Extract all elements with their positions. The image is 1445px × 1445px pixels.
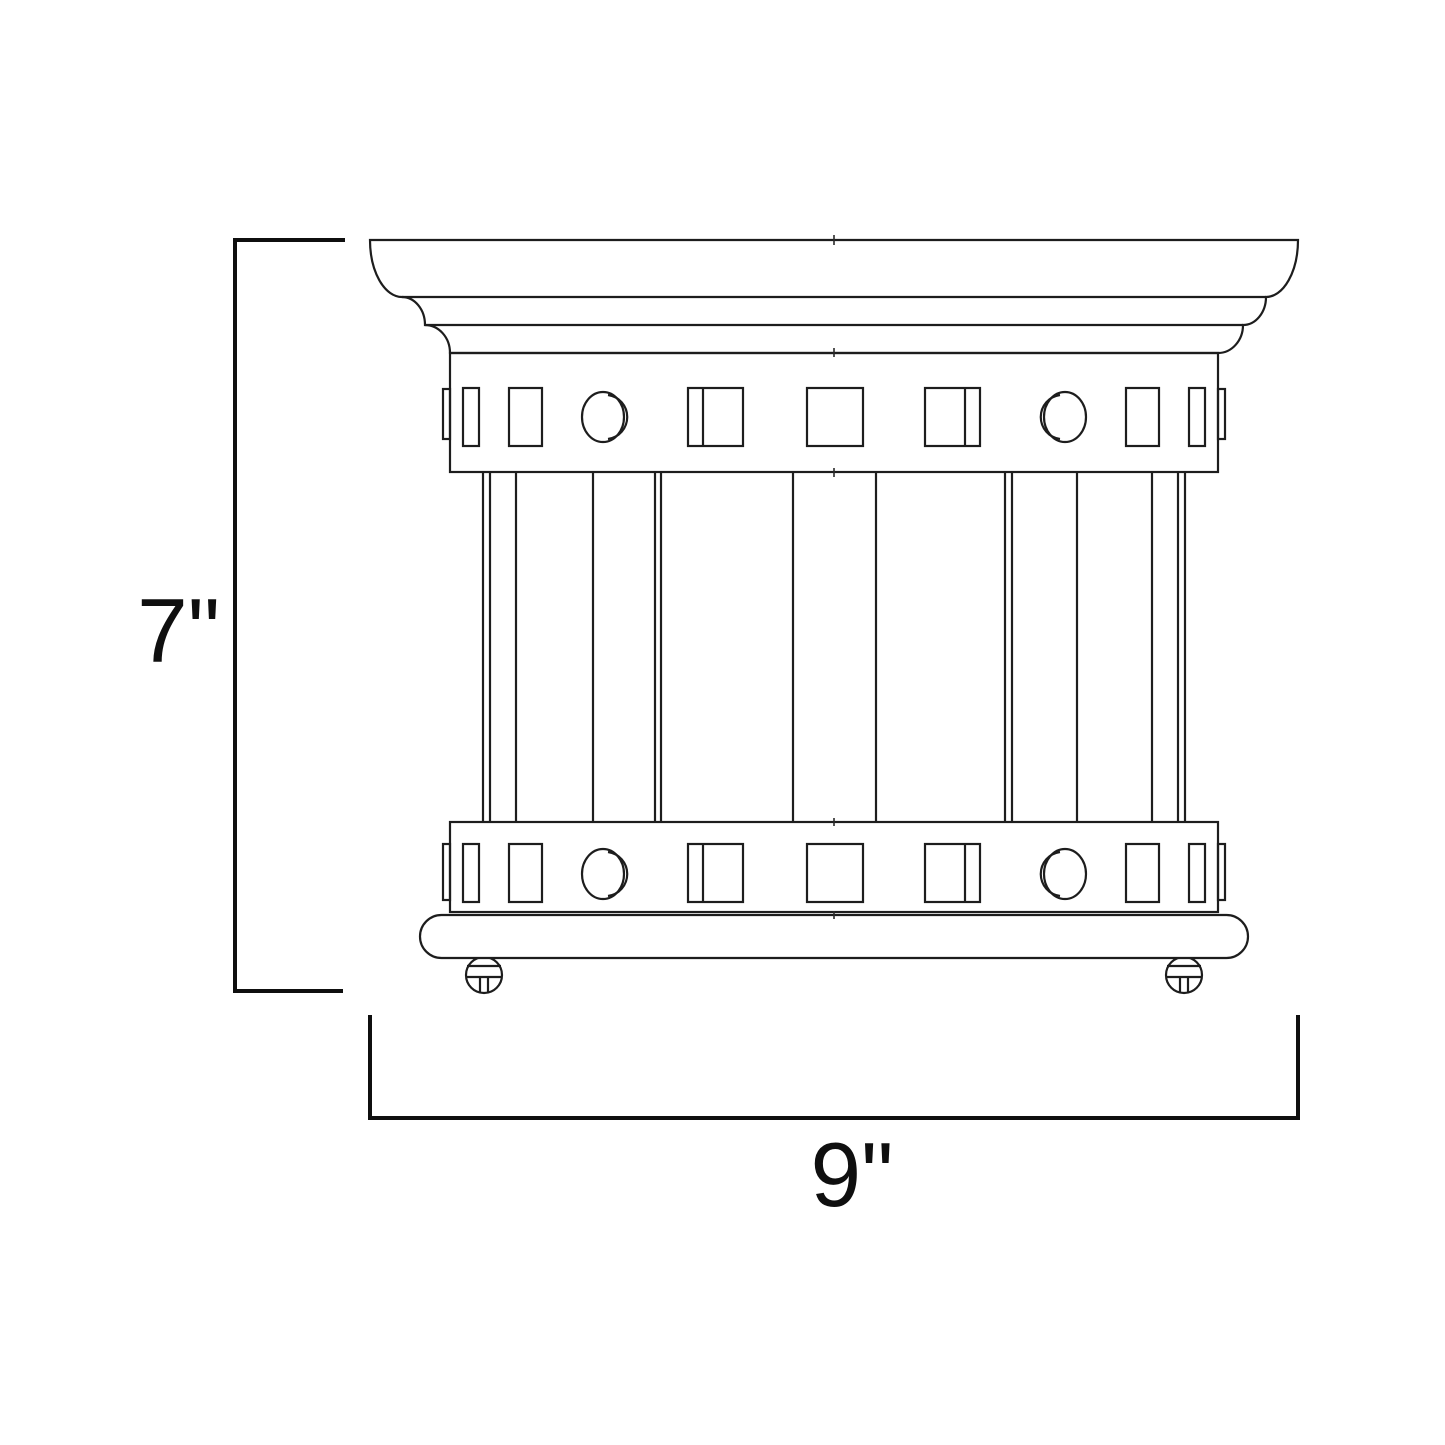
- bottom-band-knob-right-highlight: [1039, 850, 1061, 898]
- base-plate: [418, 913, 1250, 960]
- top-band-square-center: [805, 386, 865, 448]
- bottom-band-slot-narrow-right: [1187, 842, 1207, 904]
- right-foot-screw: [1164, 955, 1204, 995]
- left-foot-screw-head: [464, 955, 504, 995]
- bottom-band: [441, 820, 1227, 914]
- width-dimension: 9": [368, 1015, 1300, 1226]
- bottom-band-knob-right: [1042, 847, 1088, 901]
- bottom-band-double-rect-right: [923, 842, 982, 904]
- top-band-double-rect-right: [923, 386, 982, 448]
- top-band-knob-left: [580, 390, 626, 444]
- top-band: [441, 351, 1227, 474]
- bottom-band-slot-narrow-left: [461, 842, 481, 904]
- bottom-band-right-lip: [1216, 842, 1227, 902]
- top-band-rect-left: [507, 386, 544, 448]
- light-fixture-drawing: [368, 235, 1300, 995]
- bottom-band-left-lip: [441, 842, 452, 902]
- bottom-band-outline: [448, 820, 1220, 914]
- top-band-double-rect-left: [686, 386, 745, 448]
- top-band-slot-narrow-right: [1187, 386, 1207, 448]
- top-band-left-lip: [441, 387, 452, 441]
- right-foot-screw-head: [1164, 955, 1204, 995]
- width-dimension-label: 9": [811, 1125, 894, 1226]
- height-dimension: 7": [137, 238, 345, 993]
- bottom-band-knob-left-highlight: [607, 850, 629, 898]
- bottom-band-rect-right: [1124, 842, 1161, 904]
- bottom-band-rect-left: [507, 842, 544, 904]
- bottom-band-double-rect-left: [686, 842, 745, 904]
- top-band-rect-right: [1124, 386, 1161, 448]
- height-dimension-line: [233, 238, 345, 993]
- top-band-knob-right: [1042, 390, 1088, 444]
- glass-cylinder-ribs: [481, 472, 1187, 822]
- left-foot-screw: [464, 955, 504, 995]
- bottom-band-square-center: [805, 842, 865, 904]
- top-band-slot-narrow-left: [461, 386, 481, 448]
- width-dimension-line: [368, 1015, 1300, 1120]
- top-band-outline: [448, 351, 1220, 474]
- height-dimension-label: 7": [137, 581, 220, 682]
- bottom-band-knob-left: [580, 847, 626, 901]
- top-band-knob-right-highlight: [1039, 393, 1061, 441]
- top-band-knob-left-highlight: [607, 393, 629, 441]
- top-band-right-lip: [1216, 387, 1227, 441]
